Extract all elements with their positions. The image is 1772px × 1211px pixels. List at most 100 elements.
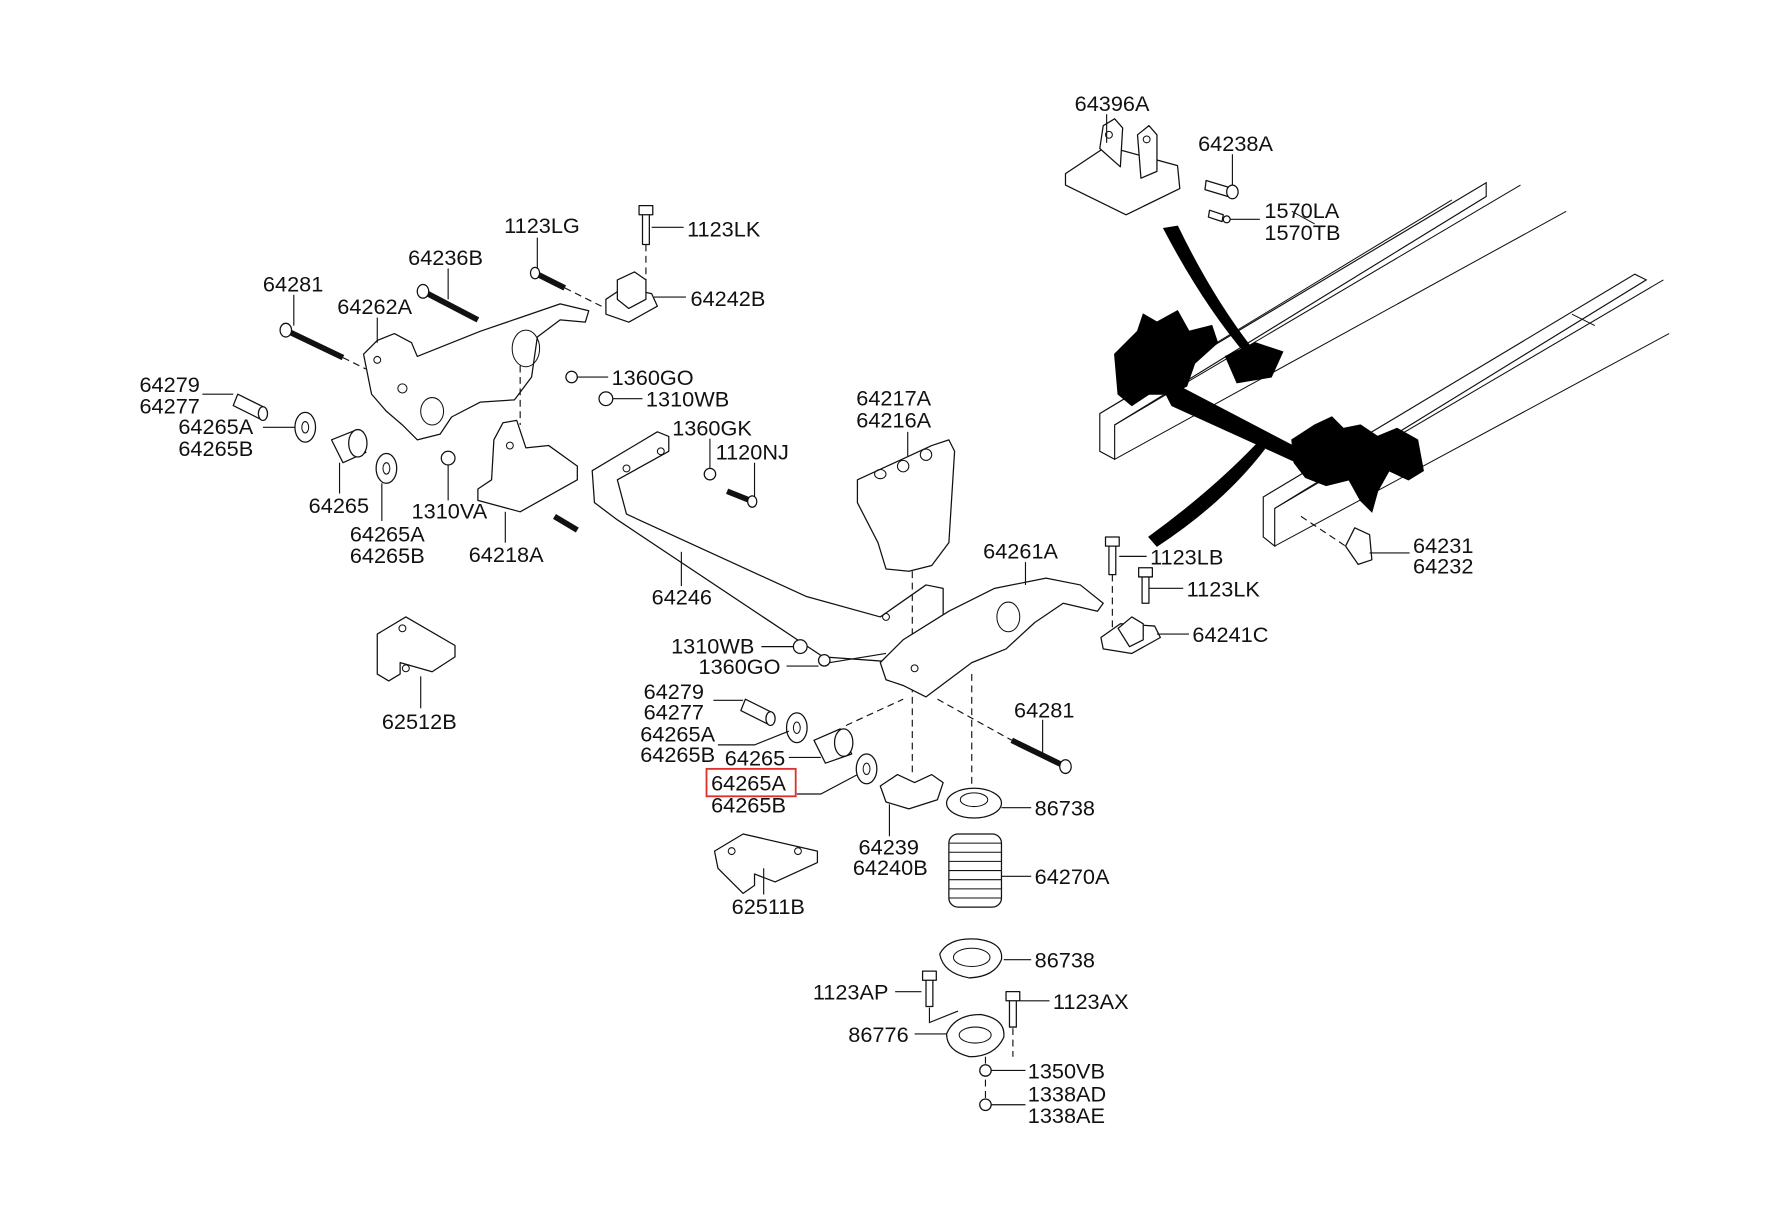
part-1310WB-nut-top[interactable] [598, 391, 614, 407]
callout-64241C[interactable]: 64241C [1192, 622, 1268, 647]
part-86738-seat-bottom[interactable] [939, 938, 1003, 979]
part-64265A-washer-left2[interactable] [375, 452, 398, 484]
callout-1310WB-mid[interactable]: 1310WB [671, 633, 754, 658]
callout-1123LG[interactable]: 1123LG [504, 213, 580, 238]
part-1360GO-washer-mid[interactable] [817, 653, 831, 667]
callout-64265A-left2[interactable]: 64265A [350, 522, 425, 547]
callout-1123LK-top[interactable]: 1123LK [687, 216, 761, 241]
callout-64232[interactable]: 64232 [1413, 554, 1473, 579]
callout-64265B-mid2[interactable]: 64265B [711, 792, 786, 817]
callout-1310WB-top[interactable]: 1310WB [646, 387, 729, 412]
callout-64217A[interactable]: 64217A [856, 386, 931, 411]
part-64265-bushing-mid[interactable] [813, 728, 854, 764]
part-1123LK-bolt-right[interactable] [1138, 567, 1154, 604]
callout-64262A[interactable]: 64262A [337, 294, 412, 319]
callout-1360GK[interactable]: 1360GK [672, 415, 752, 440]
callout-64396A[interactable]: 64396A [1075, 91, 1150, 116]
callout-64240B[interactable]: 64240B [853, 855, 928, 880]
part-64262A-arm[interactable] [362, 303, 590, 441]
callout-64246[interactable]: 64246 [652, 584, 712, 609]
callout-64265A-mid1[interactable]: 64265A [640, 721, 715, 746]
callout-64238A[interactable]: 64238A [1198, 131, 1273, 156]
callout-86738-bottom[interactable]: 86738 [1035, 948, 1095, 973]
callout-64281-right[interactable]: 64281 [1014, 697, 1074, 722]
callout-1570LA[interactable]: 1570LA [1264, 198, 1339, 223]
callout-64218A[interactable]: 64218A [469, 542, 544, 567]
part-62511B-bracket[interactable] [713, 833, 819, 895]
part-64239-stopper[interactable] [879, 773, 944, 810]
callout-62512B[interactable]: 62512B [382, 709, 457, 734]
part-64270A-spring[interactable] [948, 833, 1003, 908]
part-64265A-washer-mid2[interactable] [855, 753, 878, 785]
part-86738-seat-top[interactable] [945, 787, 1003, 819]
part-64261A-arm[interactable] [879, 577, 1104, 698]
part-64265A-washer-left1[interactable] [294, 411, 317, 443]
callout-62511B[interactable]: 62511B [732, 894, 805, 919]
callout-1360GO-top[interactable]: 1360GO [612, 365, 694, 390]
part-1360GK-washer[interactable] [703, 467, 717, 481]
part-62512B-bracket[interactable] [376, 616, 456, 682]
part-1350VB-washer[interactable] [979, 1064, 992, 1077]
callout-64279-left[interactable]: 64279 [139, 372, 199, 397]
callout-1350VB[interactable]: 1350VB [1028, 1058, 1105, 1083]
callout-1310VA[interactable]: 1310VA [412, 499, 488, 524]
callout-64265-left[interactable]: 64265 [309, 493, 369, 518]
part-1120NJ-bolt[interactable] [726, 488, 758, 508]
part-1123LK-bolt-top[interactable] [638, 205, 654, 246]
part-86776-plate[interactable] [945, 1013, 1005, 1058]
callout-64236B[interactable]: 64236B [408, 245, 483, 270]
part-64279-sleeve-mid[interactable] [740, 698, 776, 727]
part-1123AP-bolt[interactable] [921, 970, 937, 1008]
callout-64281-left[interactable]: 64281 [263, 271, 323, 296]
callout-64265B-left2[interactable]: 64265B [350, 543, 425, 568]
part-64281-bolt-left[interactable] [279, 322, 345, 361]
part-64396A-bracket[interactable] [1064, 118, 1181, 216]
callout-64231[interactable]: 64231 [1413, 533, 1473, 558]
part-64265A-washer-mid1[interactable] [785, 712, 808, 744]
part-1123AX-bolt[interactable] [1005, 991, 1021, 1028]
part-64238A-bolt[interactable] [1204, 179, 1239, 200]
callout-1123AP[interactable]: 1123AP [813, 980, 889, 1005]
callout-64265B-mid1[interactable]: 64265B [640, 742, 715, 767]
callout-64261A[interactable]: 64261A [983, 539, 1058, 564]
callout-1570TB[interactable]: 1570TB [1264, 220, 1340, 245]
callout-64265B-left1[interactable]: 64265B [178, 436, 253, 461]
callout-1120NJ[interactable]: 1120NJ [716, 439, 789, 464]
part-64218A-bolt[interactable] [552, 513, 579, 533]
callout-86776[interactable]: 86776 [848, 1022, 908, 1047]
callout-64265A-left1[interactable]: 64265A [178, 414, 253, 439]
part-1123LG-bolt[interactable] [529, 266, 567, 291]
part-64279-sleeve-left[interactable] [232, 393, 269, 422]
callout-1123LK-right[interactable]: 1123LK [1187, 576, 1261, 601]
callout-64239[interactable]: 64239 [859, 835, 919, 860]
callout-64216A[interactable]: 64216A [856, 407, 931, 432]
part-1310WB-nut-mid[interactable] [792, 639, 808, 655]
part-64236B-bolt[interactable] [416, 283, 480, 323]
callout-64279-mid[interactable]: 64279 [644, 679, 704, 704]
callout-64277-mid[interactable]: 64277 [644, 700, 704, 725]
leader-lines [202, 114, 1410, 1106]
part-64218A-bracket[interactable] [477, 419, 578, 513]
part-1123LB-bolt[interactable] [1104, 536, 1120, 576]
callout-86738-top[interactable]: 86738 [1035, 796, 1095, 821]
part-1360GO-washer-top[interactable] [565, 370, 578, 384]
part-64241C-mount[interactable] [1100, 616, 1162, 655]
callout-64277-left[interactable]: 64277 [139, 394, 199, 419]
part-64242B-mount[interactable] [605, 271, 658, 323]
part-1338AD-nut[interactable] [979, 1098, 992, 1112]
callout-1338AD[interactable]: 1338AD [1028, 1081, 1106, 1106]
callout-1338AE[interactable]: 1338AE [1028, 1103, 1105, 1128]
part-1310VA-nut[interactable] [440, 450, 456, 466]
callout-64242B[interactable]: 64242B [691, 286, 766, 311]
callout-1123LB[interactable]: 1123LB [1150, 544, 1223, 569]
part-64265-bushing-left[interactable] [330, 428, 368, 464]
callout-64265-mid[interactable]: 64265 [725, 745, 785, 770]
part-64281-bolt-right[interactable] [1010, 737, 1072, 775]
callout-1123AX[interactable]: 1123AX [1053, 989, 1129, 1014]
callout-1360GO-mid[interactable]: 1360GO [699, 654, 781, 679]
callout-64265A-mid2-highlighted[interactable]: 64265A [711, 771, 786, 796]
callout-64270A[interactable]: 64270A [1035, 864, 1110, 889]
part-64231-mount[interactable] [1344, 527, 1373, 566]
part-64217A-bracket[interactable] [856, 439, 956, 572]
part-1570LA-clip[interactable] [1207, 209, 1231, 224]
